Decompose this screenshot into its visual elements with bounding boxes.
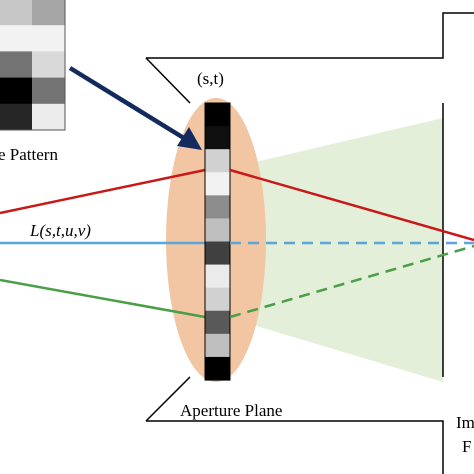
thumbnail-cell <box>32 77 66 105</box>
pattern-caption: e Pattern <box>0 145 58 164</box>
thumbnail-cell <box>32 25 66 52</box>
thumbnail-cell <box>0 51 33 79</box>
thumbnail-border <box>0 0 66 131</box>
camera-body-outline-bottom <box>146 420 444 474</box>
light-field-label: L(s,t,u,v) <box>29 221 91 240</box>
st-coordinate-label: (s,t) <box>197 69 224 88</box>
camera-barrel-top-left <box>145 57 191 104</box>
arrowhead-icon <box>177 127 202 150</box>
image-plane-label-fragment-2: F <box>462 437 471 456</box>
thumbnail-cell <box>32 0 66 26</box>
thumbnail-cell <box>32 51 66 79</box>
mask-cell <box>205 241 230 266</box>
pointer-arrow <box>68 66 189 142</box>
mask-cell <box>205 103 230 127</box>
aperture-pattern-thumbnail <box>0 0 66 131</box>
thumbnail-cell <box>0 77 33 105</box>
thumbnail-cell <box>0 103 33 131</box>
aperture-plane-label: Aperture Plane <box>180 401 282 420</box>
mask-border <box>204 102 231 381</box>
mask-cell <box>205 218 230 243</box>
mask-cell <box>205 310 230 335</box>
mask-cell <box>205 126 230 150</box>
thumbnail-cell <box>0 25 33 52</box>
image-plane-label-fragment-1: Im <box>456 413 474 432</box>
thumbnail-cell <box>32 103 66 131</box>
green-ray-dashed <box>229 244 474 319</box>
mask-cell <box>205 333 230 358</box>
thumbnail-cell <box>0 0 33 26</box>
mask-cell <box>205 172 230 196</box>
mask-cell <box>205 149 230 173</box>
camera-body-outline <box>146 12 474 59</box>
red-ray-incoming <box>0 168 206 215</box>
mask-cell <box>205 356 230 381</box>
mask-cell <box>205 264 230 289</box>
coded-aperture-mask <box>205 103 230 381</box>
red-ray-refracted <box>229 168 474 242</box>
mask-cell <box>205 287 230 312</box>
mask-cell <box>205 195 230 220</box>
green-ray-incoming <box>0 278 206 319</box>
camera-barrel-bottom-left <box>145 376 191 422</box>
